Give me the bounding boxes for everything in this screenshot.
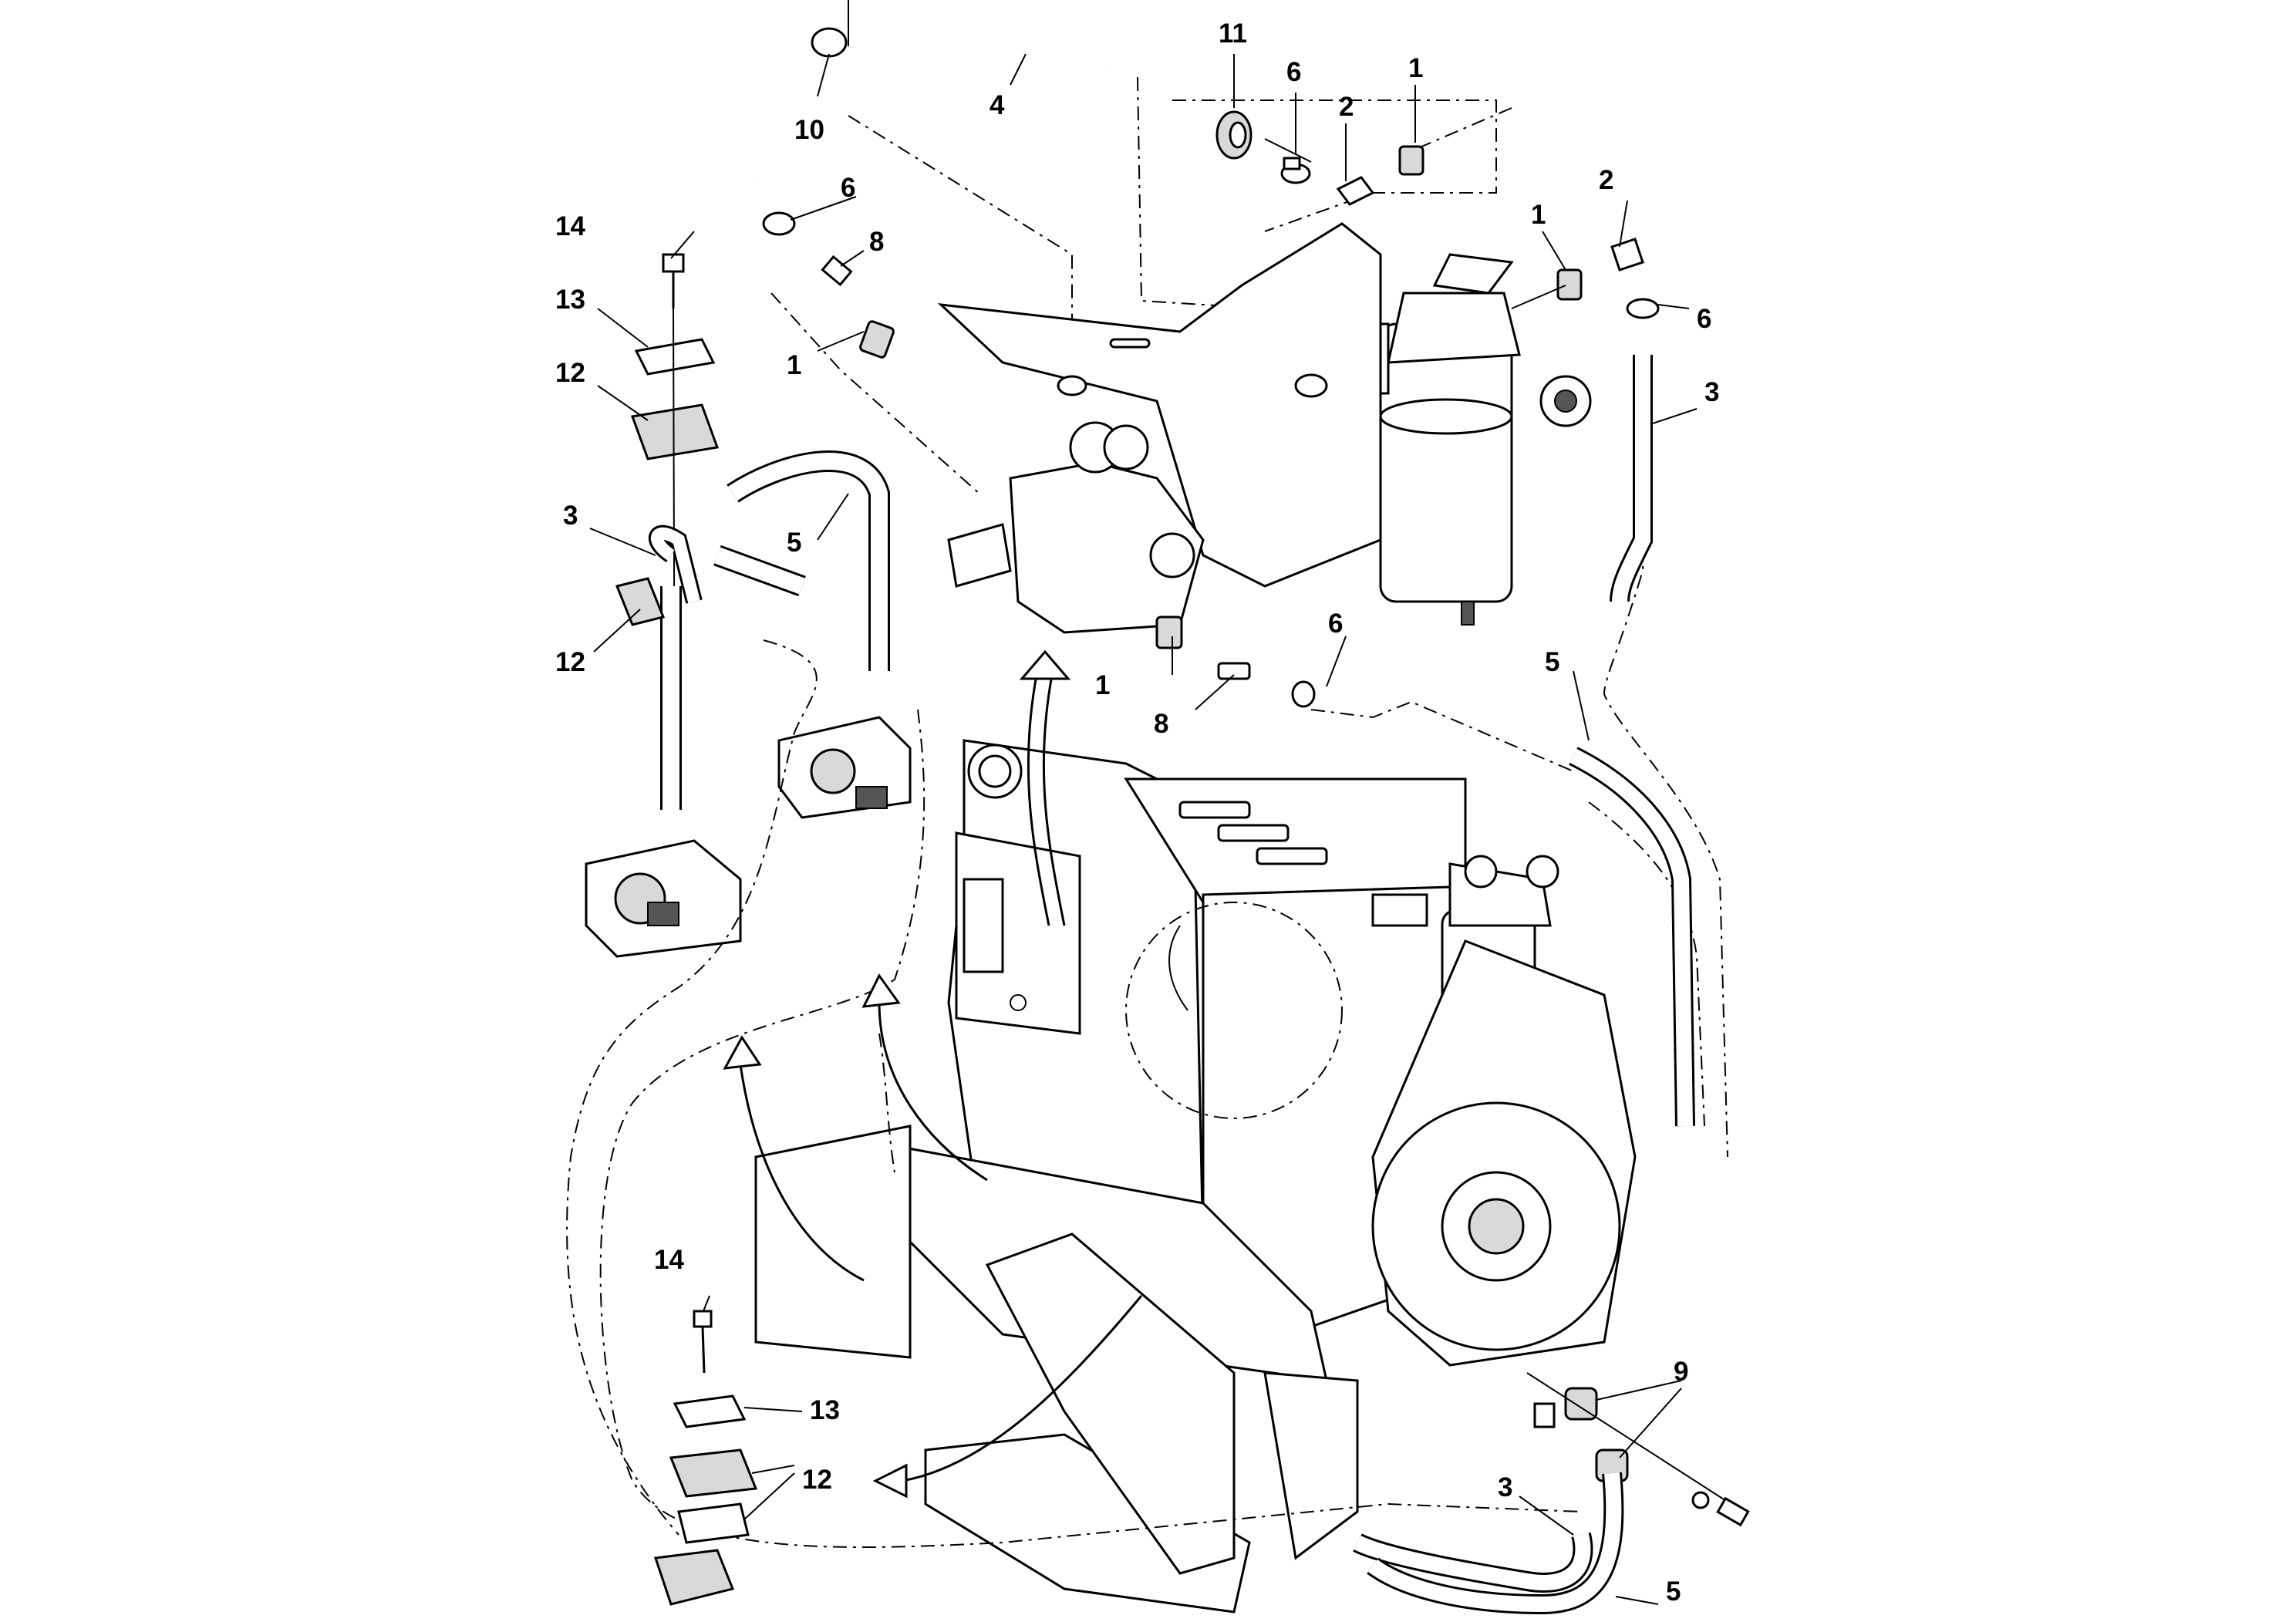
clamp-12-bottom — [653, 1448, 758, 1606]
callout-1: 1 — [787, 350, 801, 380]
callout-13: 13 — [810, 1395, 840, 1425]
fuel-filter-top — [1340, 253, 1592, 626]
callout-13: 13 — [555, 285, 585, 315]
hose-3-right — [1610, 355, 1653, 602]
ecu-module — [955, 831, 1081, 1035]
callout-6: 6 — [1697, 304, 1711, 334]
grommet-11 — [1215, 110, 1253, 160]
hose-3-left — [649, 524, 703, 810]
bolt-14-top — [662, 253, 685, 309]
mounting-bracket — [937, 222, 1382, 588]
clip-9 — [1533, 1387, 1629, 1482]
callout-3: 3 — [563, 501, 578, 531]
sensor-block-left — [585, 839, 742, 958]
callout-14: 14 — [555, 211, 585, 241]
sensor-block-mid — [777, 716, 912, 819]
callout-1: 1 — [1531, 200, 1546, 230]
callout-4: 4 — [990, 90, 1005, 120]
bolt-9 — [1526, 1372, 1750, 1527]
plate-13-bottom — [673, 1394, 747, 1428]
callout-2: 2 — [1339, 92, 1354, 122]
clamp-12-mid — [615, 577, 666, 626]
leader-lines — [589, 53, 1698, 1605]
direction-arrows — [723, 649, 1143, 1499]
callout-11: 11 — [1219, 19, 1247, 49]
callout-labels: 11 6 2 1 4 10 2 1 6 3 14 6 8 13 12 1 5 3… — [555, 19, 1719, 1607]
callout-14: 14 — [654, 1245, 684, 1275]
callout-5: 5 — [1545, 647, 1559, 677]
callout-8: 8 — [1154, 709, 1168, 739]
hose-5-right — [1569, 747, 1695, 1127]
callout-1: 1 — [1408, 53, 1423, 83]
callout-12: 12 — [802, 1465, 832, 1495]
routing-lines-left — [566, 639, 1582, 1549]
flywheel-housing — [1371, 939, 1637, 1367]
hose-4 — [737, 0, 1114, 181]
injection-pump-top — [947, 421, 1205, 634]
callout-10: 10 — [794, 115, 824, 145]
callout-6: 6 — [841, 173, 855, 203]
hose-5-left — [713, 450, 890, 671]
callout-8: 8 — [869, 227, 884, 257]
clamp-6-top — [1280, 157, 1311, 184]
callout-12: 12 — [555, 647, 585, 677]
callout-9: 9 — [1674, 1357, 1688, 1387]
plate-13-top — [634, 338, 716, 376]
callout-5: 5 — [1666, 1576, 1681, 1607]
hose-3-bottom — [1353, 1532, 1593, 1593]
callout-3: 3 — [1704, 377, 1719, 407]
nut-1-top — [1398, 145, 1424, 176]
callout-3: 3 — [1498, 1472, 1512, 1502]
clamp-12-top — [630, 403, 720, 460]
callout-2: 2 — [1599, 165, 1613, 195]
frame-crossmember — [754, 1125, 1359, 1614]
fittings-top-right — [1511, 238, 1660, 319]
detail-circle — [1125, 902, 1343, 1119]
callout-6: 6 — [1328, 609, 1343, 639]
callout-1: 1 — [1095, 670, 1110, 700]
callout-6: 6 — [1286, 57, 1301, 87]
elbow-2-top — [1336, 176, 1375, 206]
bolt-14-bottom — [693, 1310, 713, 1374]
fittings-middle — [762, 211, 1316, 708]
hose-5-bottom — [1367, 1472, 1624, 1615]
callout-5: 5 — [787, 528, 801, 558]
callout-12: 12 — [555, 358, 585, 388]
